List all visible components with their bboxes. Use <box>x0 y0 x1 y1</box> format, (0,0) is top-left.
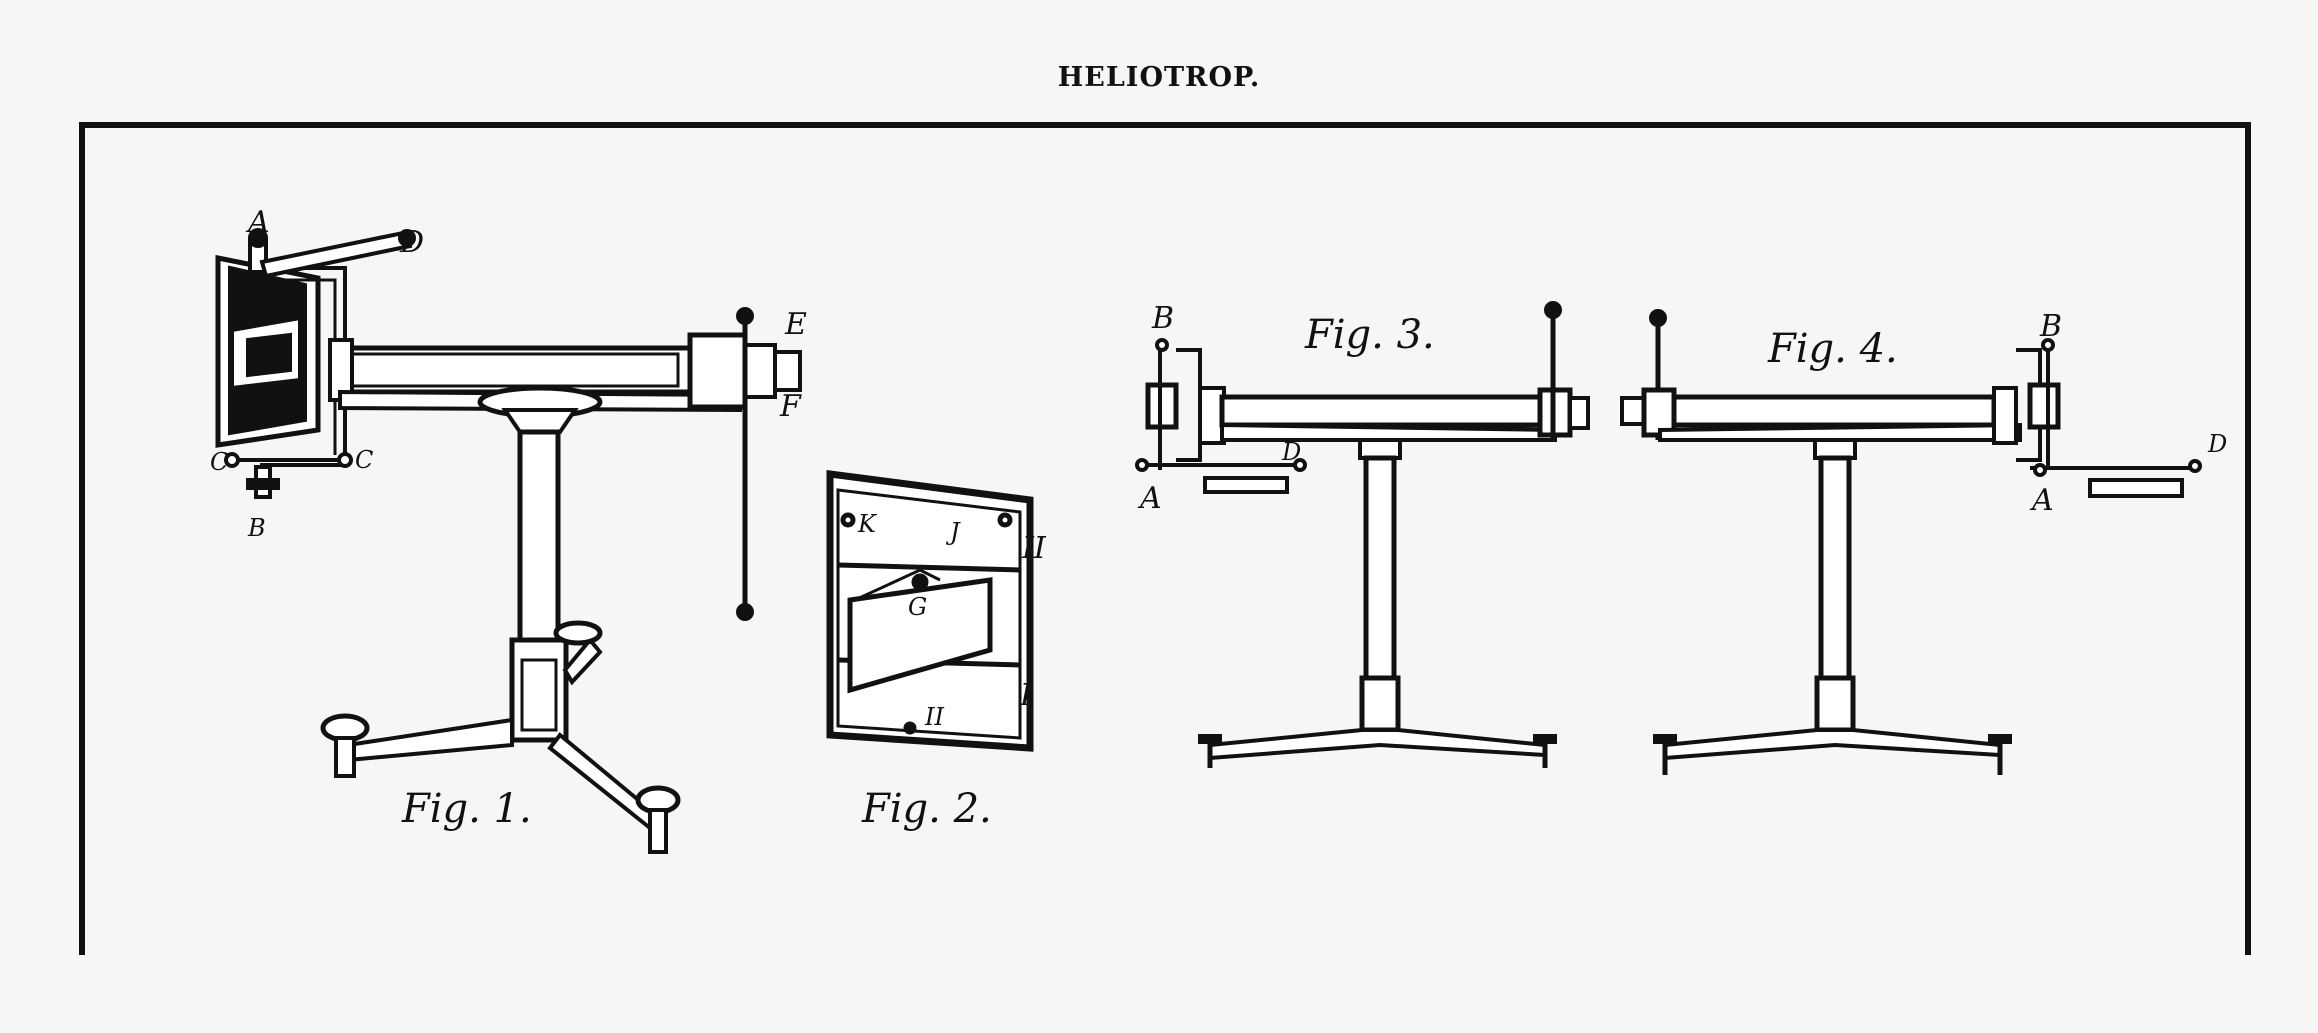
fig4-heliotrope-side <box>1620 309 2202 775</box>
fig1-label-D: D <box>399 225 424 260</box>
fig2-label-I: I <box>1019 678 1033 713</box>
fig3-label-D: D <box>1281 438 1301 466</box>
fig2-mirror-frame <box>826 470 1034 752</box>
plate-frame <box>79 122 2251 955</box>
fig4-label-D: D <box>2207 430 2227 458</box>
fig3-heliotrope-side <box>1135 301 1590 768</box>
fig2-label-II-right: II <box>1021 531 1047 566</box>
fig3-caption: Fig. 3. <box>1304 312 1435 358</box>
fig1-label-F: F <box>779 389 802 424</box>
fig4-label-B: B <box>2039 309 2062 344</box>
fig4-label-A: A <box>2029 483 2054 518</box>
fig1-label-E: E <box>784 307 807 342</box>
fig3-labels: B A D Fig. 3. <box>1137 301 1435 516</box>
fig1-labels: A D E F C C B Fig. 1. <box>210 205 807 832</box>
fig3-label-B: B <box>1151 301 1174 336</box>
fig1-label-B: B <box>247 514 266 542</box>
fig4-caption: Fig. 4. <box>1767 326 1898 372</box>
fig1-label-C-right: C <box>355 446 373 474</box>
fig1-caption: Fig. 1. <box>401 786 532 832</box>
fig1-label-A: A <box>245 205 270 240</box>
page-title: HELIOTROP. <box>1057 62 1261 93</box>
fig4-labels: B A D Fig. 4. <box>1767 309 2227 518</box>
fig2-label-G: G <box>908 593 927 621</box>
fig1-heliotrope-perspective <box>215 228 802 854</box>
fig2-label-K: K <box>857 510 878 538</box>
fig2-label-II-bottom: II <box>924 703 944 731</box>
fig3-label-A: A <box>1137 481 1162 516</box>
fig2-caption: Fig. 2. <box>861 786 992 832</box>
fig1-label-C-left: C <box>210 448 228 476</box>
